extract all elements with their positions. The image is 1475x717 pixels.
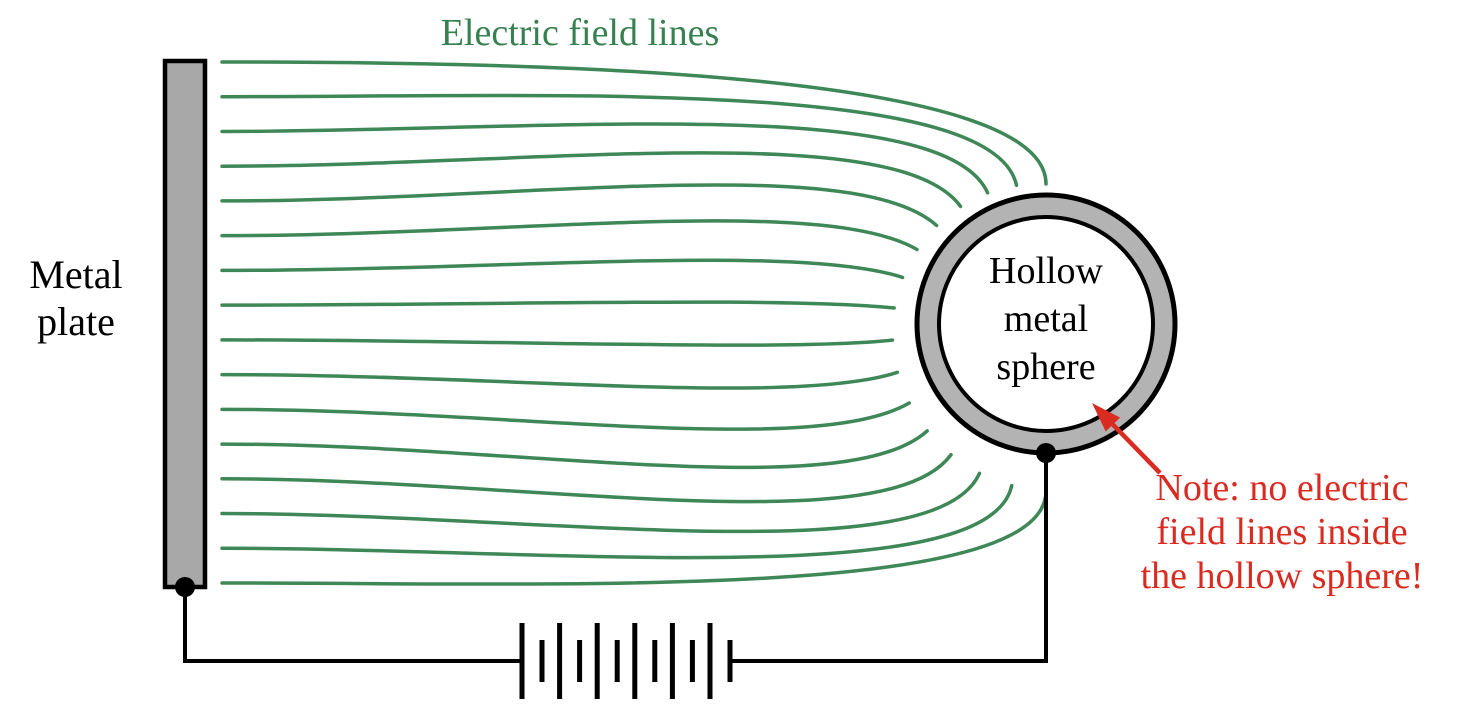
sphere-terminal-dot [1036, 443, 1056, 463]
metal-plate-label-line2: plate [37, 299, 115, 344]
field-line [220, 452, 953, 504]
sphere-inner-cavity [937, 215, 1155, 433]
field-line [220, 483, 1014, 560]
field-line [220, 429, 929, 470]
note-annotation-line1: Note: no electric [1155, 467, 1409, 509]
note-annotation-line3: the hollow sphere! [1140, 555, 1424, 597]
hollow-sphere-label-line1: Hollow [989, 250, 1103, 292]
field-line [220, 219, 919, 252]
field-line [220, 489, 1048, 586]
field-line [220, 151, 963, 209]
wire-plate-to-battery [183, 587, 522, 663]
note-annotation-line2: field lines inside [1156, 511, 1408, 553]
field-line [220, 60, 1048, 186]
metal-plate-label: Metal plate [0, 251, 152, 345]
field-line [220, 93, 1019, 188]
wire-battery-to-sphere [730, 453, 1048, 663]
plate-terminal-dot [175, 577, 195, 597]
metal-plate [162, 58, 208, 590]
field-line [220, 183, 939, 228]
metal-plate-label-line1: Metal [29, 252, 123, 297]
hollow-sphere-label: Hollow metal sphere [946, 247, 1146, 391]
field-line [220, 401, 911, 431]
hollow-sphere-label-line2: metal [1003, 298, 1089, 340]
field-line [220, 338, 895, 347]
field-line [220, 370, 900, 390]
hollow-sphere-label-line3: sphere [996, 346, 1096, 388]
field-line [220, 300, 896, 310]
field-lines-title: Electric field lines [440, 12, 720, 54]
note-arrow-head [1092, 403, 1121, 432]
note-annotation: Note: no electric field lines inside the… [1082, 466, 1475, 598]
field-line [220, 258, 905, 280]
field-line [220, 471, 982, 534]
field-line [220, 122, 990, 195]
note-arrow-shaft [1111, 422, 1162, 475]
